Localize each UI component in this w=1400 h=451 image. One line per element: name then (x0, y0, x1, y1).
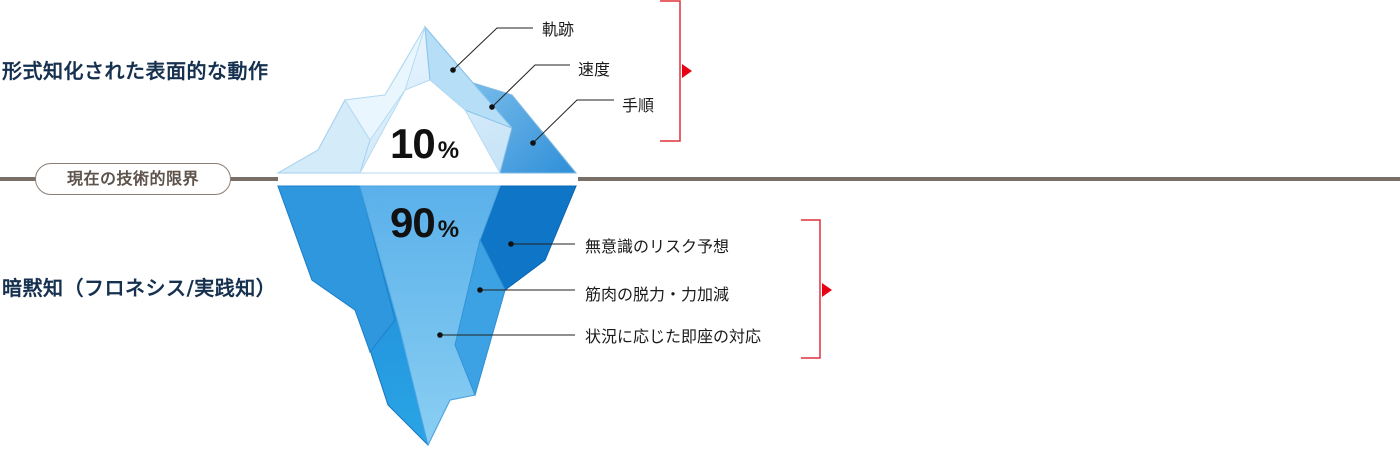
label-procedure: 手順 (622, 96, 655, 115)
label-trajectory: 軌跡 (542, 20, 575, 39)
label-situational-response: 状況に応じた即座の対応 (585, 327, 762, 346)
percent-below-water: 90% (390, 199, 459, 247)
iceberg-tip (276, 25, 578, 174)
waterline-right (578, 177, 1400, 181)
percent-above-value: 10 (390, 120, 436, 167)
label-unconscious-risk-prediction: 無意識のリスク予想 (585, 237, 730, 256)
bracket-below (801, 219, 832, 359)
iceberg-submerged (277, 185, 577, 447)
label-speed: 速度 (578, 60, 611, 79)
heading-explicit-knowledge: 形式知化された表面的な動作 (2, 59, 269, 83)
arrow-right-icon (822, 283, 832, 297)
label-muscle-relaxation: 筋肉の脱力・力加減 (585, 285, 730, 304)
waterline-label: 現在の技術的限界 (35, 163, 231, 195)
heading-tacit-knowledge: 暗黙知（フロネシス/実践知） (2, 276, 277, 300)
leader-lines-above (450, 27, 614, 146)
percent-below-value: 90 (390, 199, 436, 246)
bracket-above (660, 0, 692, 142)
percent-below-sign: % (437, 216, 460, 243)
arrow-right-icon (682, 64, 692, 78)
percent-above-sign: % (437, 137, 460, 164)
leader-lines-below (437, 241, 575, 338)
percent-above-water: 10% (390, 120, 459, 168)
